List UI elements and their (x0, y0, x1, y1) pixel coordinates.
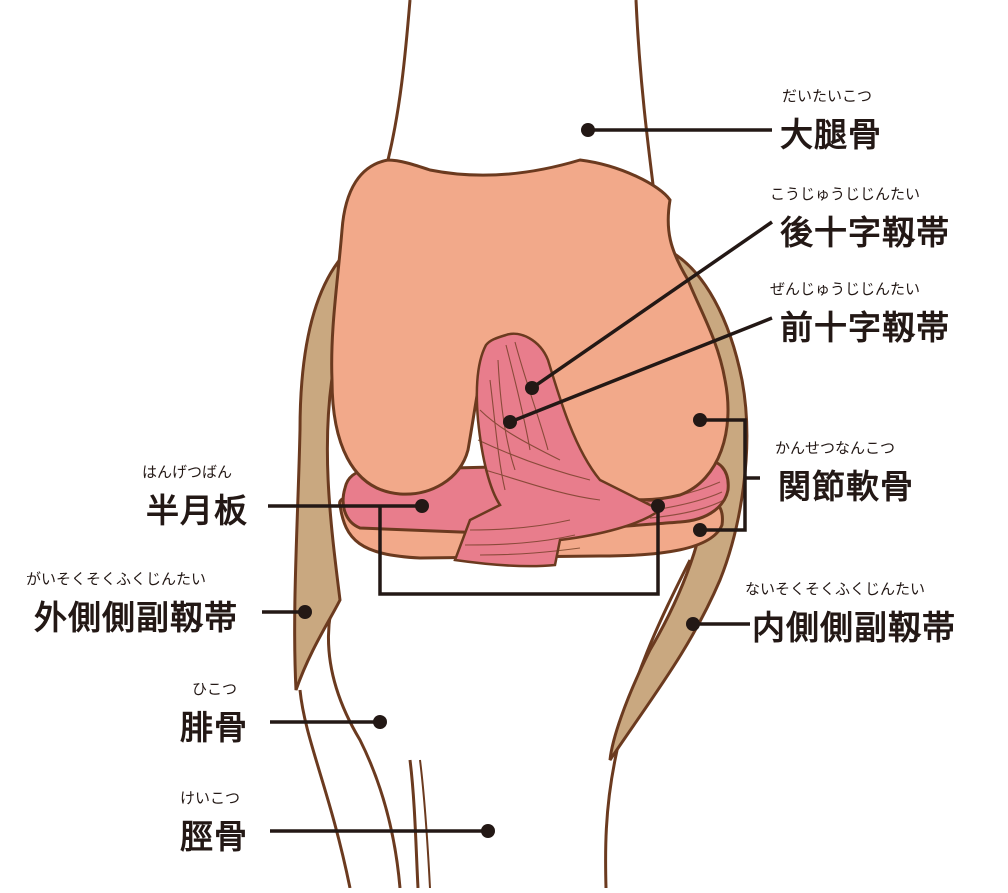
femur-ruby: だいたいこつ (782, 87, 873, 105)
pcl-label: 後十字靱帯 (780, 213, 950, 252)
tibia-label: 脛骨 (180, 817, 248, 856)
meniscus-label: 半月板 (146, 491, 248, 530)
pcl-ruby: こうじゅうじじんたい (770, 185, 921, 203)
cruciate-ligaments (453, 332, 663, 568)
fibula-outline (298, 689, 352, 889)
femur-label: 大腿骨 (780, 115, 882, 154)
fibula-ruby: ひこつ (192, 680, 238, 698)
tibia-outline (326, 589, 402, 889)
leader-dots (298, 123, 707, 838)
leader-lines (262, 128, 773, 833)
tibia-outline-inner (408, 759, 420, 889)
cartilage-label: 関節軟骨 (778, 467, 914, 506)
meniscus-ruby: はんげつばん (142, 463, 233, 481)
cartilage-ruby: かんせつなんこつ (775, 439, 896, 457)
mcl-label: 内側側副靱帯 (752, 608, 956, 647)
cruciate-striations (464, 341, 601, 556)
acl-ruby: ぜんじゅうじじんたい (770, 280, 921, 298)
leader-meniscus-bracket (378, 506, 660, 596)
acl-label: 前十字靱帯 (780, 308, 950, 347)
fibula-label: 腓骨 (180, 708, 248, 747)
leader-pcl (531, 220, 773, 390)
leader-acl (509, 316, 773, 424)
fibula-inner (419, 759, 431, 889)
tibia-ruby: けいこつ (180, 789, 241, 807)
lcl-label: 外側側副靱帯 (34, 598, 238, 637)
mcl-ruby: ないそくそくふくじんたい (745, 580, 926, 598)
lcl-ruby: がいそくそくふくじんたい (26, 570, 207, 588)
leader-cartilage-bracket (700, 418, 747, 532)
